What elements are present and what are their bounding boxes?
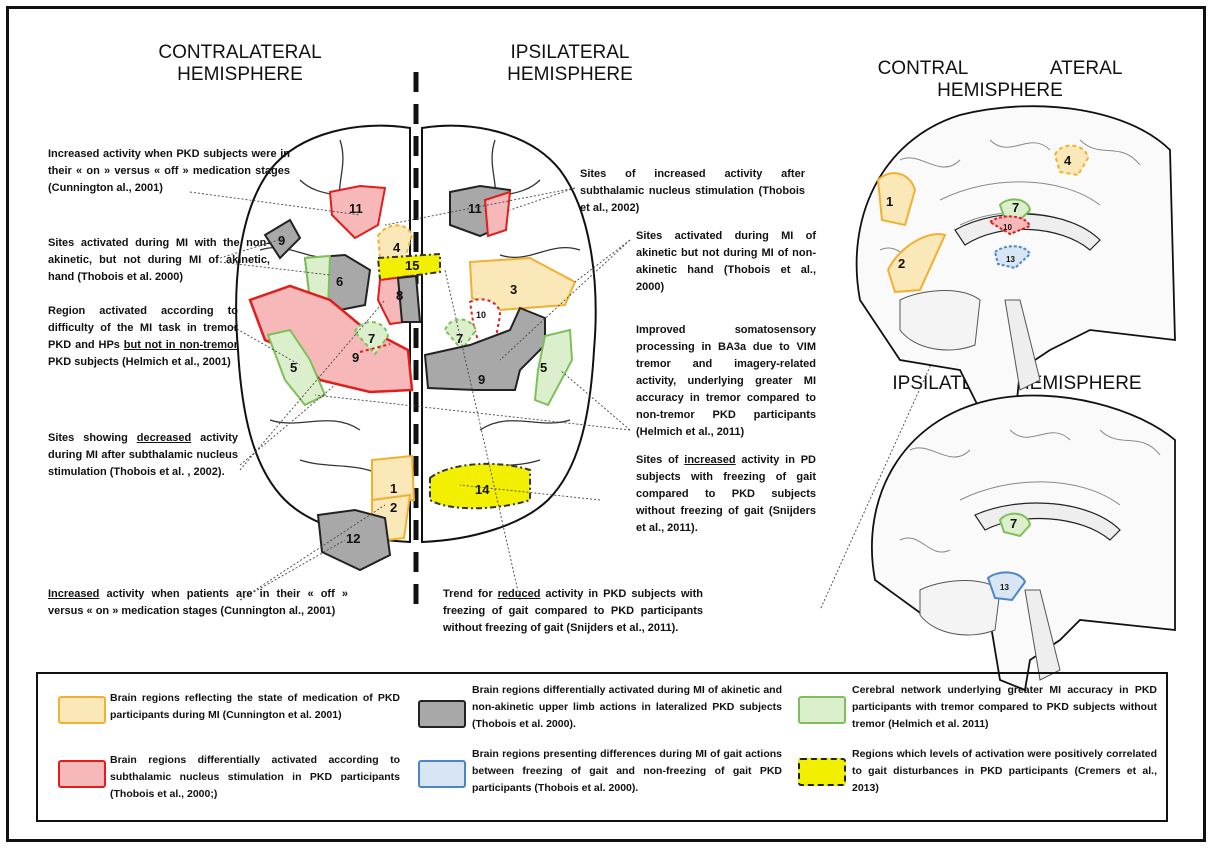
region-15 <box>376 252 441 282</box>
annotation-stn-increased: Sites of increased activity after subtha… <box>580 168 805 214</box>
sag-label-2: 2 <box>898 256 905 271</box>
label-3: 3 <box>510 282 517 297</box>
region-8 <box>376 274 422 326</box>
region-11-right <box>449 184 512 238</box>
label-7-left: 7 <box>368 331 375 346</box>
region-11-left <box>328 184 387 240</box>
label-10: 10 <box>476 310 486 320</box>
sagittal-ipsilateral: 7 13 <box>871 394 1176 692</box>
annotation-freezing-increased: Sites of increased activity in PD subjec… <box>636 454 816 534</box>
label-8: 8 <box>396 288 403 303</box>
legend-box: Brain regions reflecting the state of me… <box>36 672 1168 822</box>
legend-swatch-blue <box>418 760 466 788</box>
label-9-small: 9 <box>278 233 285 248</box>
label-9-right: 9 <box>478 372 485 387</box>
label-11-left: 11 <box>349 201 363 216</box>
legend-swatch-gray <box>418 700 466 728</box>
region-7-left <box>353 321 391 356</box>
region-5-right <box>533 328 574 407</box>
sag-label-7: 7 <box>1012 200 1019 215</box>
annotation-freezing-reduced: Trend for reduced activity in PKD subjec… <box>443 588 703 634</box>
label-5-right: 5 <box>540 360 547 375</box>
region-14 <box>429 462 531 510</box>
legend-text-yellow: Brain regions reflecting the state of me… <box>110 692 400 721</box>
sag-label-1: 1 <box>886 194 893 209</box>
left-hemisphere-outline <box>235 124 411 544</box>
legend-swatch-green <box>798 696 846 724</box>
legend-swatch-red <box>58 760 106 788</box>
annotation-nonakinetic: Sites activated during MI with the non-a… <box>48 237 270 283</box>
sag-label-4: 4 <box>1064 153 1072 168</box>
annotation-decreased: Sites showing decreased activity during … <box>48 432 238 478</box>
region-4 <box>376 224 414 259</box>
label-14: 14 <box>475 482 490 497</box>
sagittal-contralateral: 1 2 4 7 10 13 <box>855 105 1176 422</box>
sag2-label-13: 13 <box>1000 583 1009 592</box>
region-labels: 11 11 9 4 15 6 8 3 10 7 7 9 9 5 5 1 2 14… <box>278 201 547 546</box>
legend-swatch-dashed-yellow <box>798 758 846 786</box>
sag2-label-7: 7 <box>1010 516 1017 531</box>
region-7-right <box>443 318 478 352</box>
figure-frame <box>6 6 1206 842</box>
legend-text-blue: Brain regions presenting differences dur… <box>472 748 782 794</box>
label-7-right: 7 <box>456 331 463 346</box>
region-12 <box>316 508 392 572</box>
region-1 <box>371 454 416 501</box>
sag-label-10: 10 <box>1003 223 1012 232</box>
legend-text-dashed-yellow: Regions which levels of activation were … <box>852 748 1157 794</box>
annotation-off-on: Increased activity when patients are in … <box>48 588 348 617</box>
annotation-on-off: Increased activity when PKD subjects wer… <box>48 148 290 194</box>
label-12: 12 <box>346 531 360 546</box>
legend-text-green: Cerebral network underlying greater MI a… <box>852 684 1157 730</box>
legend-text-red: Brain regions differentially activated a… <box>110 754 400 800</box>
annotation-somatosensory: Improved somatosensory processing in BA3… <box>636 324 816 438</box>
label-6: 6 <box>336 274 343 289</box>
region-3 <box>468 256 577 312</box>
annotation-difficulty: Region activated according to difficulty… <box>48 305 238 368</box>
label-5-left: 5 <box>290 360 297 375</box>
label-15: 15 <box>405 258 419 273</box>
label-4: 4 <box>393 240 401 255</box>
legend-swatch-yellow <box>58 696 106 724</box>
sag-label-13: 13 <box>1006 255 1015 264</box>
label-9-left: 9 <box>352 350 359 365</box>
annotation-akinetic: Sites activated during MI of akinetic bu… <box>636 230 816 293</box>
label-11-right: 11 <box>468 201 482 216</box>
label-2: 2 <box>390 500 397 515</box>
region-5-left <box>266 328 327 407</box>
right-hemisphere-outline <box>421 124 597 544</box>
label-1: 1 <box>390 481 397 496</box>
legend-text-gray: Brain regions differentially activated d… <box>472 684 782 730</box>
